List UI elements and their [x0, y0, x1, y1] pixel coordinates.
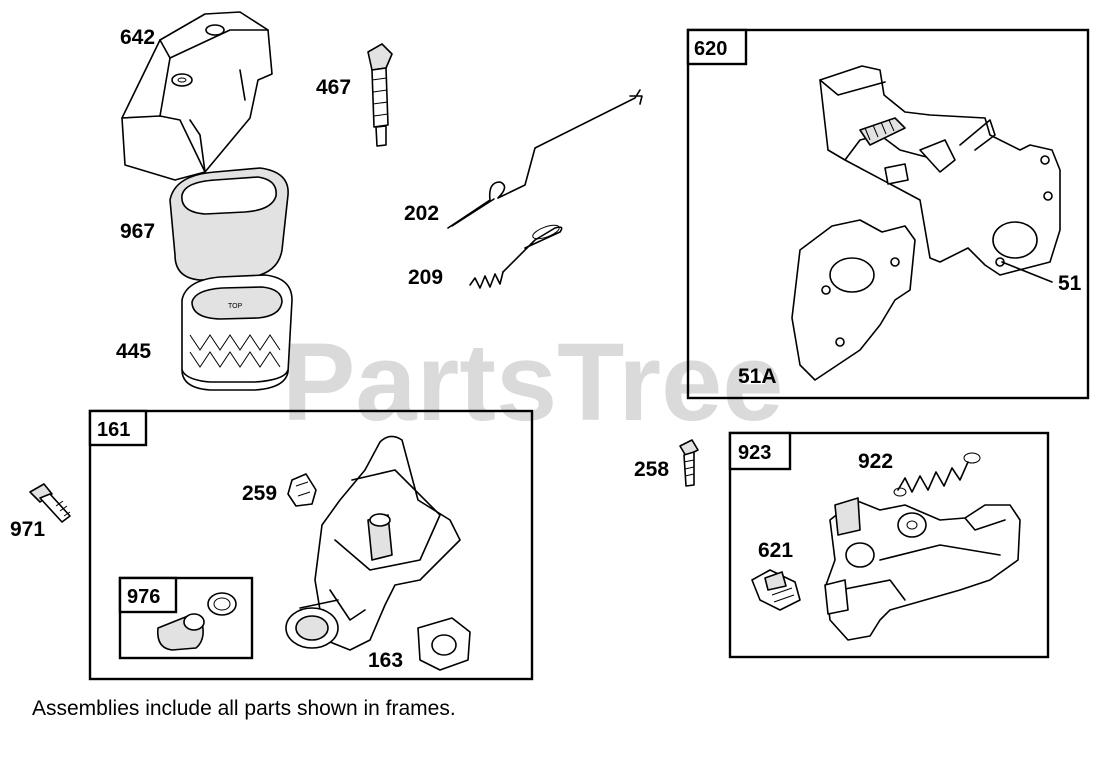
- label-621: 621: [758, 539, 793, 562]
- frame-161: [88, 409, 534, 681]
- frame-label-923: 923: [738, 442, 771, 464]
- frame-976: [118, 576, 254, 660]
- part-259-clip[interactable]: [287, 473, 317, 507]
- label-467: 467: [316, 76, 351, 99]
- label-163: 163: [368, 649, 403, 672]
- label-209: 209: [408, 266, 443, 289]
- label-259: 259: [242, 482, 277, 505]
- frame-923: [728, 431, 1050, 659]
- part-161-base-assembly[interactable]: [285, 435, 461, 651]
- frame-label-976: 976: [127, 586, 160, 608]
- frame-label-161: 161: [97, 419, 130, 441]
- label-445: 445: [116, 340, 151, 363]
- part-467-stud[interactable]: [367, 43, 393, 147]
- label-51: 51: [1058, 272, 1082, 295]
- label-922: 922: [858, 450, 893, 473]
- part-967-precleaner[interactable]: [169, 167, 289, 281]
- part-202-governor-link[interactable]: [447, 89, 643, 229]
- part-445-filter[interactable]: TOP: [181, 274, 293, 391]
- label-967: 967: [120, 220, 155, 243]
- svg-text:TOP: TOP: [228, 303, 243, 310]
- part-922-spring[interactable]: [893, 452, 981, 497]
- part-258-screw[interactable]: [679, 439, 699, 487]
- part-971-bolt[interactable]: [29, 483, 71, 523]
- part-642-cover[interactable]: [121, 11, 273, 181]
- label-51a: 51A: [738, 365, 777, 388]
- part-209-spring[interactable]: [469, 223, 563, 289]
- frame-label-620: 620: [694, 38, 727, 60]
- footnote: Assemblies include all parts shown in fr…: [32, 697, 456, 720]
- part-163-gasket[interactable]: [417, 617, 471, 671]
- part-621-clip[interactable]: [751, 569, 801, 611]
- frame-620: [686, 28, 1090, 400]
- label-258: 258: [634, 458, 669, 481]
- label-642: 642: [120, 26, 155, 49]
- part-620-control-bracket[interactable]: [791, 65, 1061, 381]
- label-202: 202: [404, 202, 439, 225]
- part-976-primer-bulb[interactable]: [156, 592, 237, 651]
- label-971: 971: [10, 518, 45, 541]
- part-923-control-assembly[interactable]: [824, 497, 1021, 641]
